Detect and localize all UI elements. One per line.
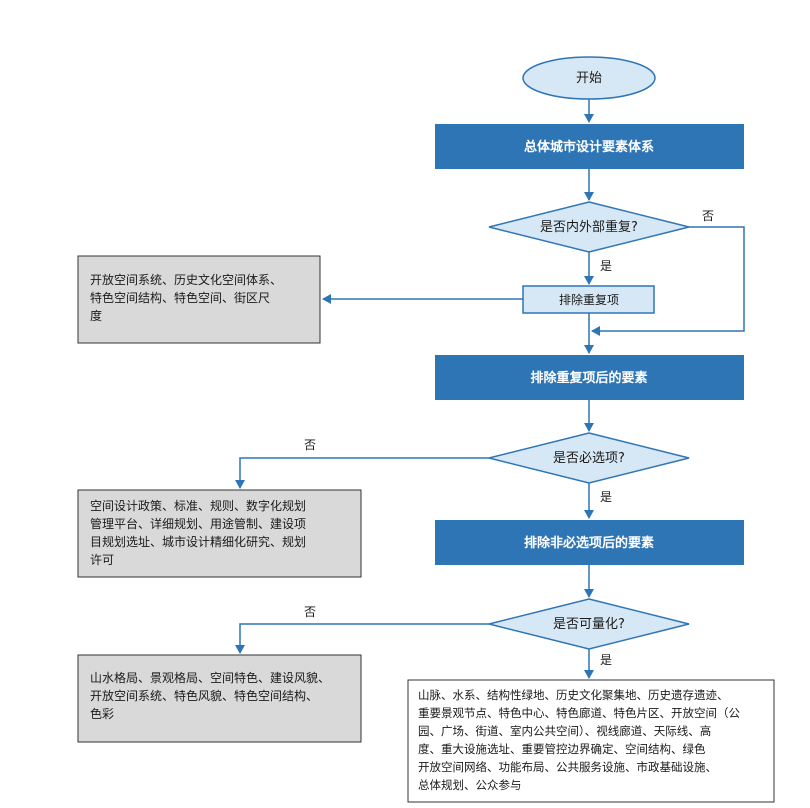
excluded-elements-box-3	[77, 654, 362, 743]
process-step-1-label: 总体城市设计要素体系	[524, 139, 654, 155]
remove-duplicates-label: 排除重复项	[559, 292, 619, 307]
decision-1-label: 是否内外部重复?	[540, 219, 638, 235]
excluded-elements-text-2: 空间设计政策、标准、规则、数字化规划 管理平台、详细规划、用途管制、建设项 目规…	[90, 499, 307, 567]
connector	[591, 226, 745, 336]
decision-2-yes-label: 是	[600, 490, 612, 504]
connector	[235, 457, 489, 489]
process-step-3	[435, 520, 744, 565]
decision-1-no-label: 否	[702, 209, 714, 223]
decision-3-no-label: 否	[304, 605, 316, 619]
process-step-3-label: 排除非必选项后的要素	[524, 535, 654, 551]
decision-2-label: 是否必选项?	[553, 451, 625, 466]
decision-3-label: 是否可量化?	[553, 617, 625, 632]
excluded-elements-text-3: 山水格局、景观格局、空间特色、建设风貌、 开放空间系统、特色风貌、特色空间结构、…	[90, 671, 331, 721]
excluded-elements-text-1: 开放空间系统、历史文化空间体系、 特色空间结构、特色空间、街区尺 度	[90, 273, 283, 323]
start-label: 开始	[576, 71, 602, 86]
excluded-elements-box-1	[77, 255, 321, 344]
process-step-1	[435, 124, 744, 169]
final-elements-box	[407, 679, 775, 803]
decision-2-no-label: 否	[304, 438, 316, 452]
process-step-2-label: 排除重复项后的要素	[530, 370, 647, 386]
excluded-elements-box-2	[77, 489, 362, 578]
remove-duplicates-box	[522, 285, 655, 314]
process-step-2	[435, 355, 744, 400]
decision-1-yes-label: 是	[600, 259, 612, 273]
connector	[235, 623, 489, 654]
final-elements-text: 山脉、水系、结构性绿地、历史文化聚集地、历史遗存遗迹、 重要景观节点、特色中心、…	[418, 688, 740, 792]
decision-3-yes-label: 是	[600, 653, 612, 667]
